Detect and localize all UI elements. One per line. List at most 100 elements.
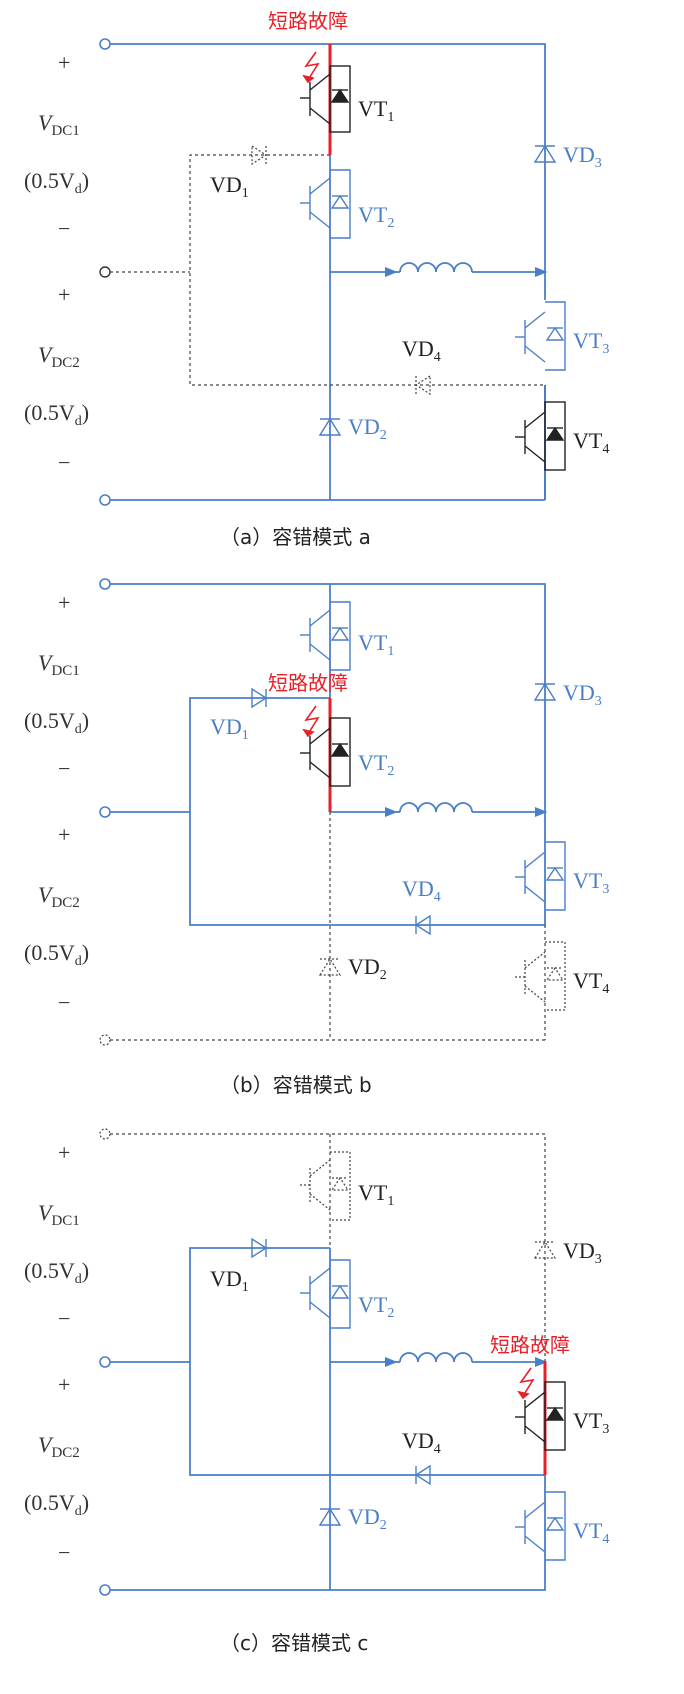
- minus-sign: −: [58, 216, 70, 241]
- plus-sign: +: [58, 50, 70, 75]
- plus-sign: +: [58, 822, 70, 847]
- plus-sign: +: [58, 590, 70, 615]
- vdc1-ratio: (0.5Vd): [24, 168, 89, 197]
- panel-mode-b: 短路故障 + VDC1 (0.5Vd) − + VDC2 (0.5Vd) − V…: [24, 578, 609, 1097]
- vdc2-ratio: (0.5Vd): [24, 1490, 89, 1519]
- igbt-vt1: [300, 65, 351, 133]
- diode-vd4: [414, 914, 431, 936]
- diode-vd2: [318, 957, 342, 976]
- label-vt4: VT4: [573, 1518, 609, 1547]
- igbt-vt3: [515, 301, 566, 371]
- igbt-vt1: [300, 601, 351, 671]
- label-vt2: VT2: [358, 1292, 394, 1321]
- label-vd1: VD1: [210, 1266, 249, 1295]
- fault-indicator: [517, 1367, 535, 1400]
- label-vt2: VT2: [358, 750, 394, 779]
- diode-vd3: [533, 682, 557, 701]
- diode-vd3: [533, 1240, 557, 1259]
- minus-sign: −: [58, 1540, 70, 1565]
- vdc2-ratio: (0.5Vd): [24, 940, 89, 969]
- terminal-bottom: [99, 494, 111, 506]
- label-vd3: VD3: [563, 680, 602, 709]
- label-vd2: VD2: [348, 1504, 387, 1533]
- label-vd3: VD3: [563, 1238, 602, 1267]
- label-vd1: VD1: [210, 714, 249, 743]
- terminal-bottom: [99, 1584, 111, 1596]
- vdc1-ratio: (0.5Vd): [24, 1258, 89, 1287]
- active-conduction-path: [110, 583, 548, 926]
- plus-sign: +: [58, 1372, 70, 1397]
- vdc2-ratio: (0.5Vd): [24, 400, 89, 429]
- diode-vd1: [251, 144, 268, 166]
- panel-mode-c: 短路故障 + VDC1 (0.5Vd) − + VDC2 (0.5Vd) − V…: [24, 1128, 609, 1655]
- terminal-mid: [99, 266, 111, 278]
- minus-sign: −: [58, 990, 70, 1015]
- plus-sign: +: [58, 1140, 70, 1165]
- label-vd4: VD4: [402, 876, 441, 905]
- igbt-vt1: [300, 1151, 351, 1221]
- igbt-vt2: [300, 1259, 351, 1329]
- igbt-vt4: [515, 401, 566, 471]
- panel-caption: （a）容错模式 a: [220, 525, 371, 549]
- vdc1-label: VDC1: [38, 650, 80, 679]
- label-vd4: VD4: [402, 336, 441, 365]
- vdc2-label: VDC2: [38, 882, 80, 911]
- label-vt1: VT1: [358, 630, 394, 659]
- diode-vd4: [414, 374, 431, 396]
- active-conduction-path: [110, 43, 548, 501]
- label-vd2: VD2: [348, 414, 387, 443]
- minus-sign: −: [58, 450, 70, 475]
- igbt-vt2: [300, 717, 351, 787]
- fault-label: 短路故障: [490, 1333, 570, 1357]
- label-vt3: VT3: [573, 1408, 609, 1437]
- label-vt3: VT3: [573, 328, 609, 357]
- terminal-top: [99, 578, 111, 590]
- diode-vd1: [251, 1237, 268, 1259]
- terminal-mid: [99, 1356, 111, 1368]
- igbt-vt2: [300, 169, 351, 239]
- diode-vd1: [251, 687, 268, 709]
- label-vt4: VT4: [573, 428, 609, 457]
- terminal-bottom: [99, 1034, 111, 1046]
- minus-sign: −: [58, 1306, 70, 1331]
- plus-sign: +: [58, 282, 70, 307]
- igbt-vt3: [515, 1381, 566, 1451]
- label-vt3: VT3: [573, 868, 609, 897]
- diode-vd2: [318, 417, 342, 436]
- terminal-top: [99, 38, 111, 50]
- active-conduction-path: [110, 1247, 548, 1591]
- igbt-vt4: [515, 1491, 566, 1561]
- fault-indicator: [302, 705, 320, 738]
- diode-vd2: [318, 1507, 342, 1526]
- diode-vd4: [414, 1464, 431, 1486]
- label-vt2: VT2: [358, 202, 394, 231]
- fault-label: 短路故障: [268, 671, 348, 695]
- vdc1-label: VDC1: [38, 110, 80, 139]
- label-vd1: VD1: [210, 172, 249, 201]
- igbt-vt4: [515, 941, 566, 1011]
- fault-indicator: [302, 51, 320, 84]
- label-vt1: VT1: [358, 1180, 394, 1209]
- panel-caption: （b）容错模式 b: [220, 1073, 372, 1097]
- panel-caption: （c）容错模式 c: [220, 1631, 368, 1655]
- label-vd2: VD2: [348, 954, 387, 983]
- minus-sign: −: [58, 756, 70, 781]
- vdc1-label: VDC1: [38, 1200, 80, 1229]
- vdc1-ratio: (0.5Vd): [24, 708, 89, 737]
- label-vt4: VT4: [573, 968, 609, 997]
- label-vt1: VT1: [358, 96, 394, 125]
- vdc2-label: VDC2: [38, 342, 80, 371]
- fault-label: 短路故障: [268, 9, 348, 33]
- label-vd4: VD4: [402, 1428, 441, 1457]
- diode-vd3: [533, 144, 557, 163]
- inactive-paths: [110, 812, 546, 1041]
- inactive-paths: [110, 1133, 546, 1362]
- terminal-top: [99, 1128, 111, 1140]
- vdc2-label: VDC2: [38, 1432, 80, 1461]
- inactive-paths: [110, 154, 545, 386]
- panel-mode-a: 短路故障 + VDC1 (0.5Vd) − + VDC2 (0.5Vd) − V…: [24, 9, 609, 549]
- label-vd3: VD3: [563, 142, 602, 171]
- igbt-vt3: [515, 841, 566, 911]
- terminal-mid: [99, 806, 111, 818]
